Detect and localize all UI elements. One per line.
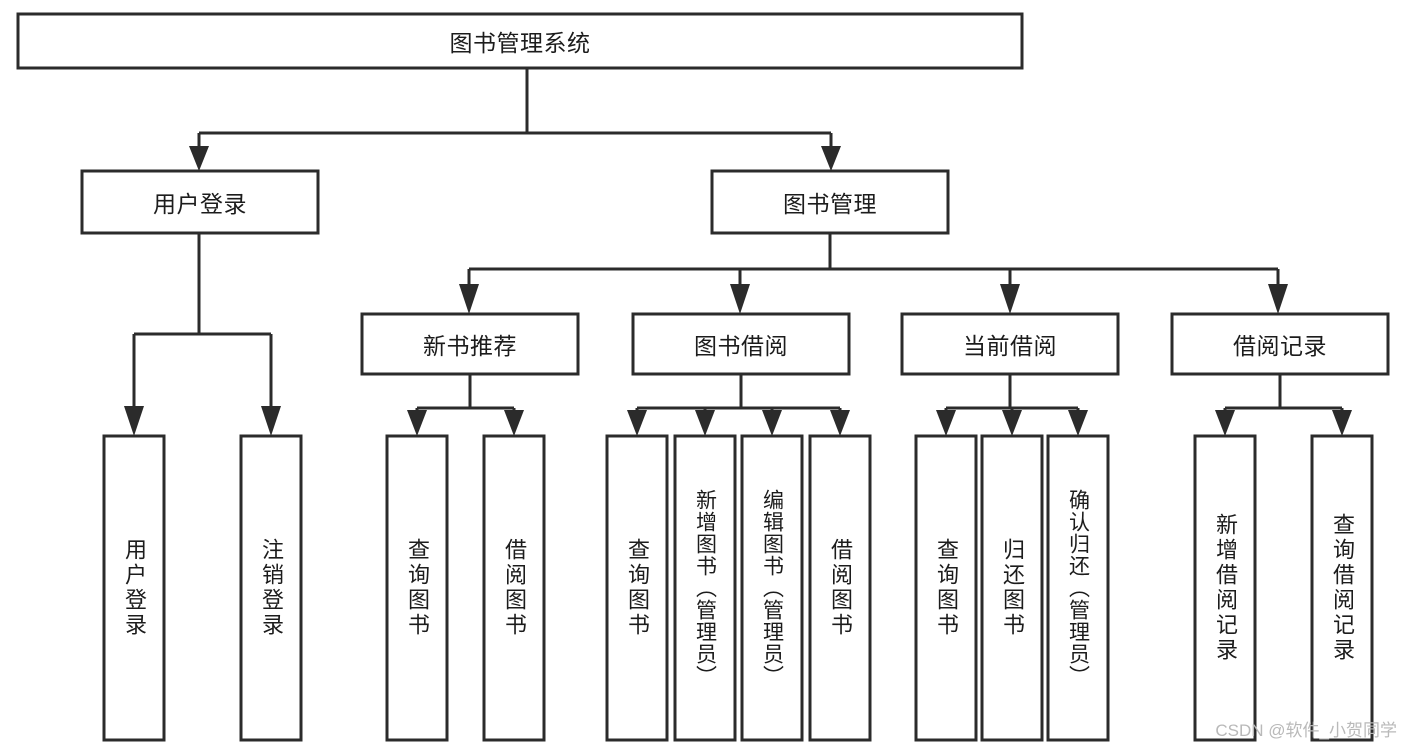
node-box-leaf-current-2[interactable]	[1046, 434, 1110, 742]
node-box-user-login[interactable]	[80, 169, 320, 235]
node-box-borrow-record[interactable]	[1170, 312, 1390, 376]
node-box-book-management[interactable]	[710, 169, 950, 235]
node-box-leaf-new-book-0[interactable]	[385, 434, 449, 742]
node-box-leaf-borrow-0[interactable]	[605, 434, 669, 742]
node-box-leaf-record-1[interactable]	[1310, 434, 1374, 742]
node-box-leaf-borrow-1[interactable]	[673, 434, 737, 742]
connector-record-to-leaves	[1215, 374, 1352, 436]
connector-bookmgmt-to-level3	[459, 233, 1288, 314]
connector-root-to-level2	[189, 68, 841, 171]
node-box-leaf-new-book-1[interactable]	[482, 434, 546, 742]
connector-current-to-leaves	[936, 374, 1088, 436]
node-box-leaf-user-login-0[interactable]	[102, 434, 166, 742]
node-box-book-borrow[interactable]	[631, 312, 851, 376]
node-box-leaf-current-0[interactable]	[914, 434, 978, 742]
node-box-leaf-user-login-1[interactable]	[239, 434, 303, 742]
node-box-leaf-record-0[interactable]	[1193, 434, 1257, 742]
node-box-leaf-borrow-3[interactable]	[808, 434, 872, 742]
node-box-root[interactable]	[16, 12, 1024, 70]
node-box-leaf-current-1[interactable]	[980, 434, 1044, 742]
connector-userlogin-to-leaves	[124, 233, 281, 436]
connector-borrow-to-leaves	[627, 374, 850, 436]
node-box-current-borrow[interactable]	[900, 312, 1120, 376]
node-box-new-book-recommend[interactable]	[360, 312, 580, 376]
node-box-leaf-borrow-2[interactable]	[740, 434, 804, 742]
connector-newbook-to-leaves	[407, 374, 524, 436]
